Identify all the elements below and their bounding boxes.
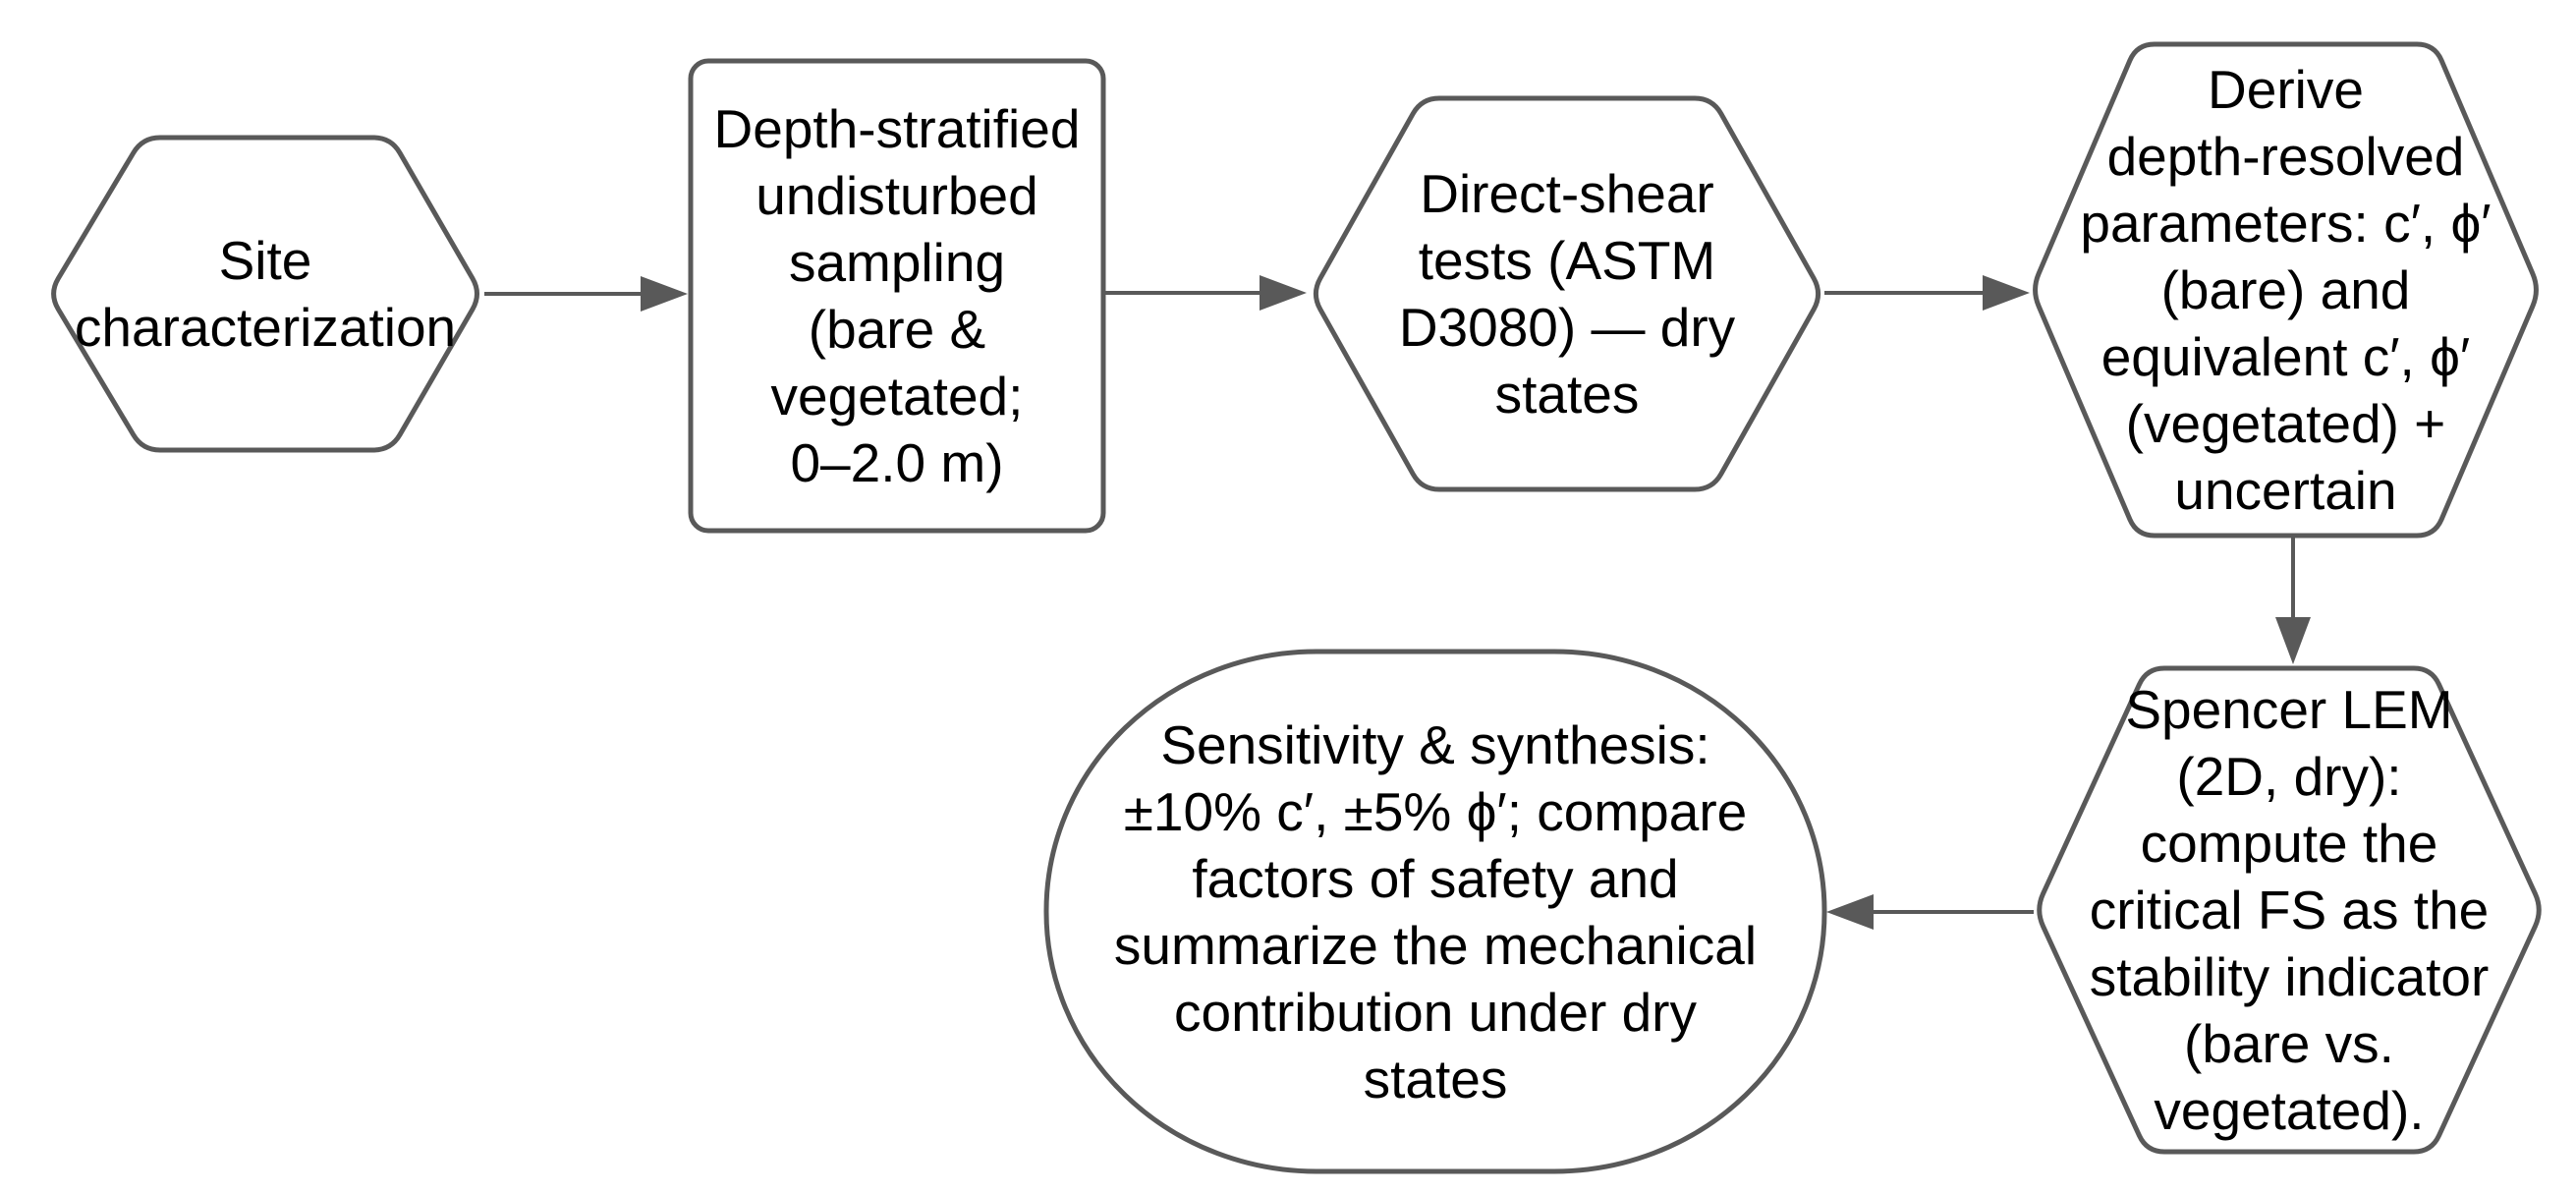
connector-shear-to-derive (1824, 275, 2030, 311)
rounded-rect-depth-stratified-sampling (688, 58, 1106, 534)
hexagon-derive-parameters (2033, 41, 2539, 539)
arrowhead-left-icon (1826, 894, 1874, 930)
hexagon-direct-shear-tests (1313, 95, 1821, 492)
hexagon-site-characterization (51, 135, 479, 453)
arrowhead-right-icon (1260, 275, 1307, 311)
rounded-ellipse-sensitivity-synthesis (1043, 649, 1827, 1174)
arrowhead-right-icon (1983, 275, 2030, 311)
arrowhead-down-icon (2275, 617, 2311, 664)
hexagon-spencer-lem (2037, 665, 2542, 1155)
connector-sampling-to-shear (1102, 275, 1307, 311)
connector-site-to-sampling (484, 276, 688, 312)
connector-derive-to-spencer (2275, 538, 2311, 664)
connector-spencer-to-sensitivity (1826, 894, 2034, 930)
arrowhead-right-icon (641, 276, 688, 312)
